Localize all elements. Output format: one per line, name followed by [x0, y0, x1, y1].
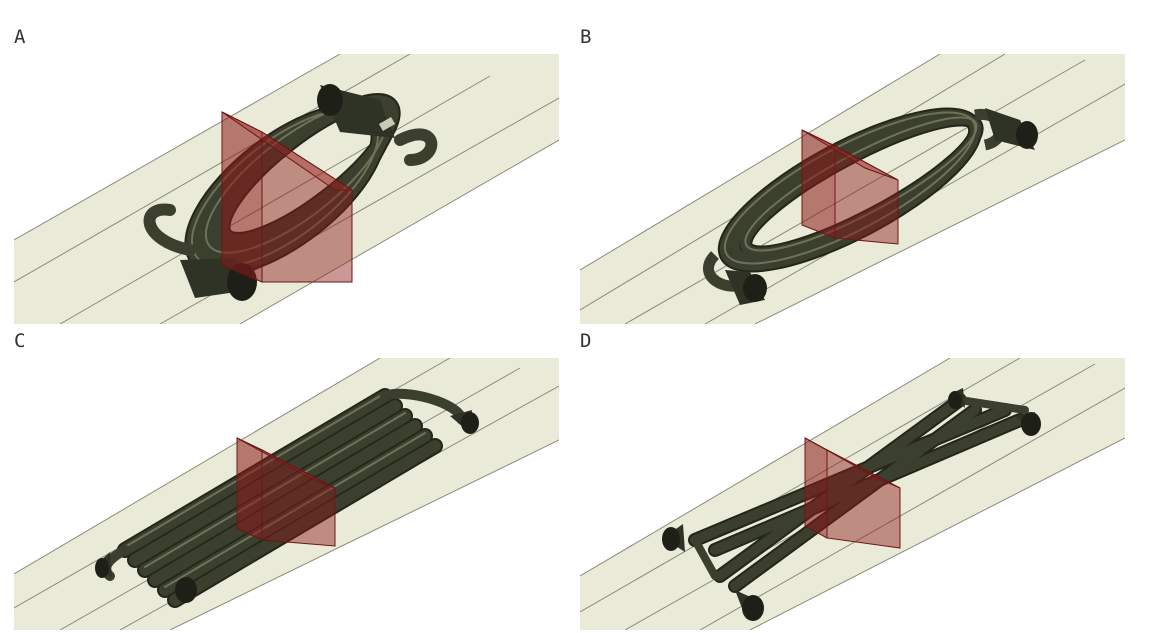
red-box: [801, 129, 899, 245]
red-box: [804, 437, 901, 549]
connector-bottom: [735, 590, 764, 621]
panel-a-drawing: [14, 54, 559, 324]
panel-b-drawing: [580, 54, 1125, 324]
connector-left: [662, 524, 685, 552]
connector-bottom: [725, 270, 767, 305]
panel-c: C: [0, 328, 565, 633]
panel-label-a: A: [14, 26, 26, 48]
connector-top: [317, 84, 396, 138]
panel-label-c: C: [14, 330, 26, 352]
panel-c-drawing: [14, 358, 559, 630]
connector-left: [95, 552, 112, 578]
panel-b: B: [565, 20, 1150, 330]
crossed-tubes: [688, 393, 1029, 593]
red-box: [236, 437, 336, 547]
panel-d: D: [565, 328, 1150, 633]
panel-a: A: [0, 20, 565, 330]
connector-top: [948, 388, 1041, 436]
ground-strip: [14, 54, 559, 324]
connector-right: [175, 410, 479, 603]
parallel-tubes: [101, 388, 467, 608]
connector-top: [985, 108, 1038, 150]
panel-label-b: B: [580, 26, 592, 48]
red-box: [221, 111, 354, 283]
panel-label-d: D: [580, 330, 592, 352]
panel-d-drawing: [580, 358, 1125, 630]
